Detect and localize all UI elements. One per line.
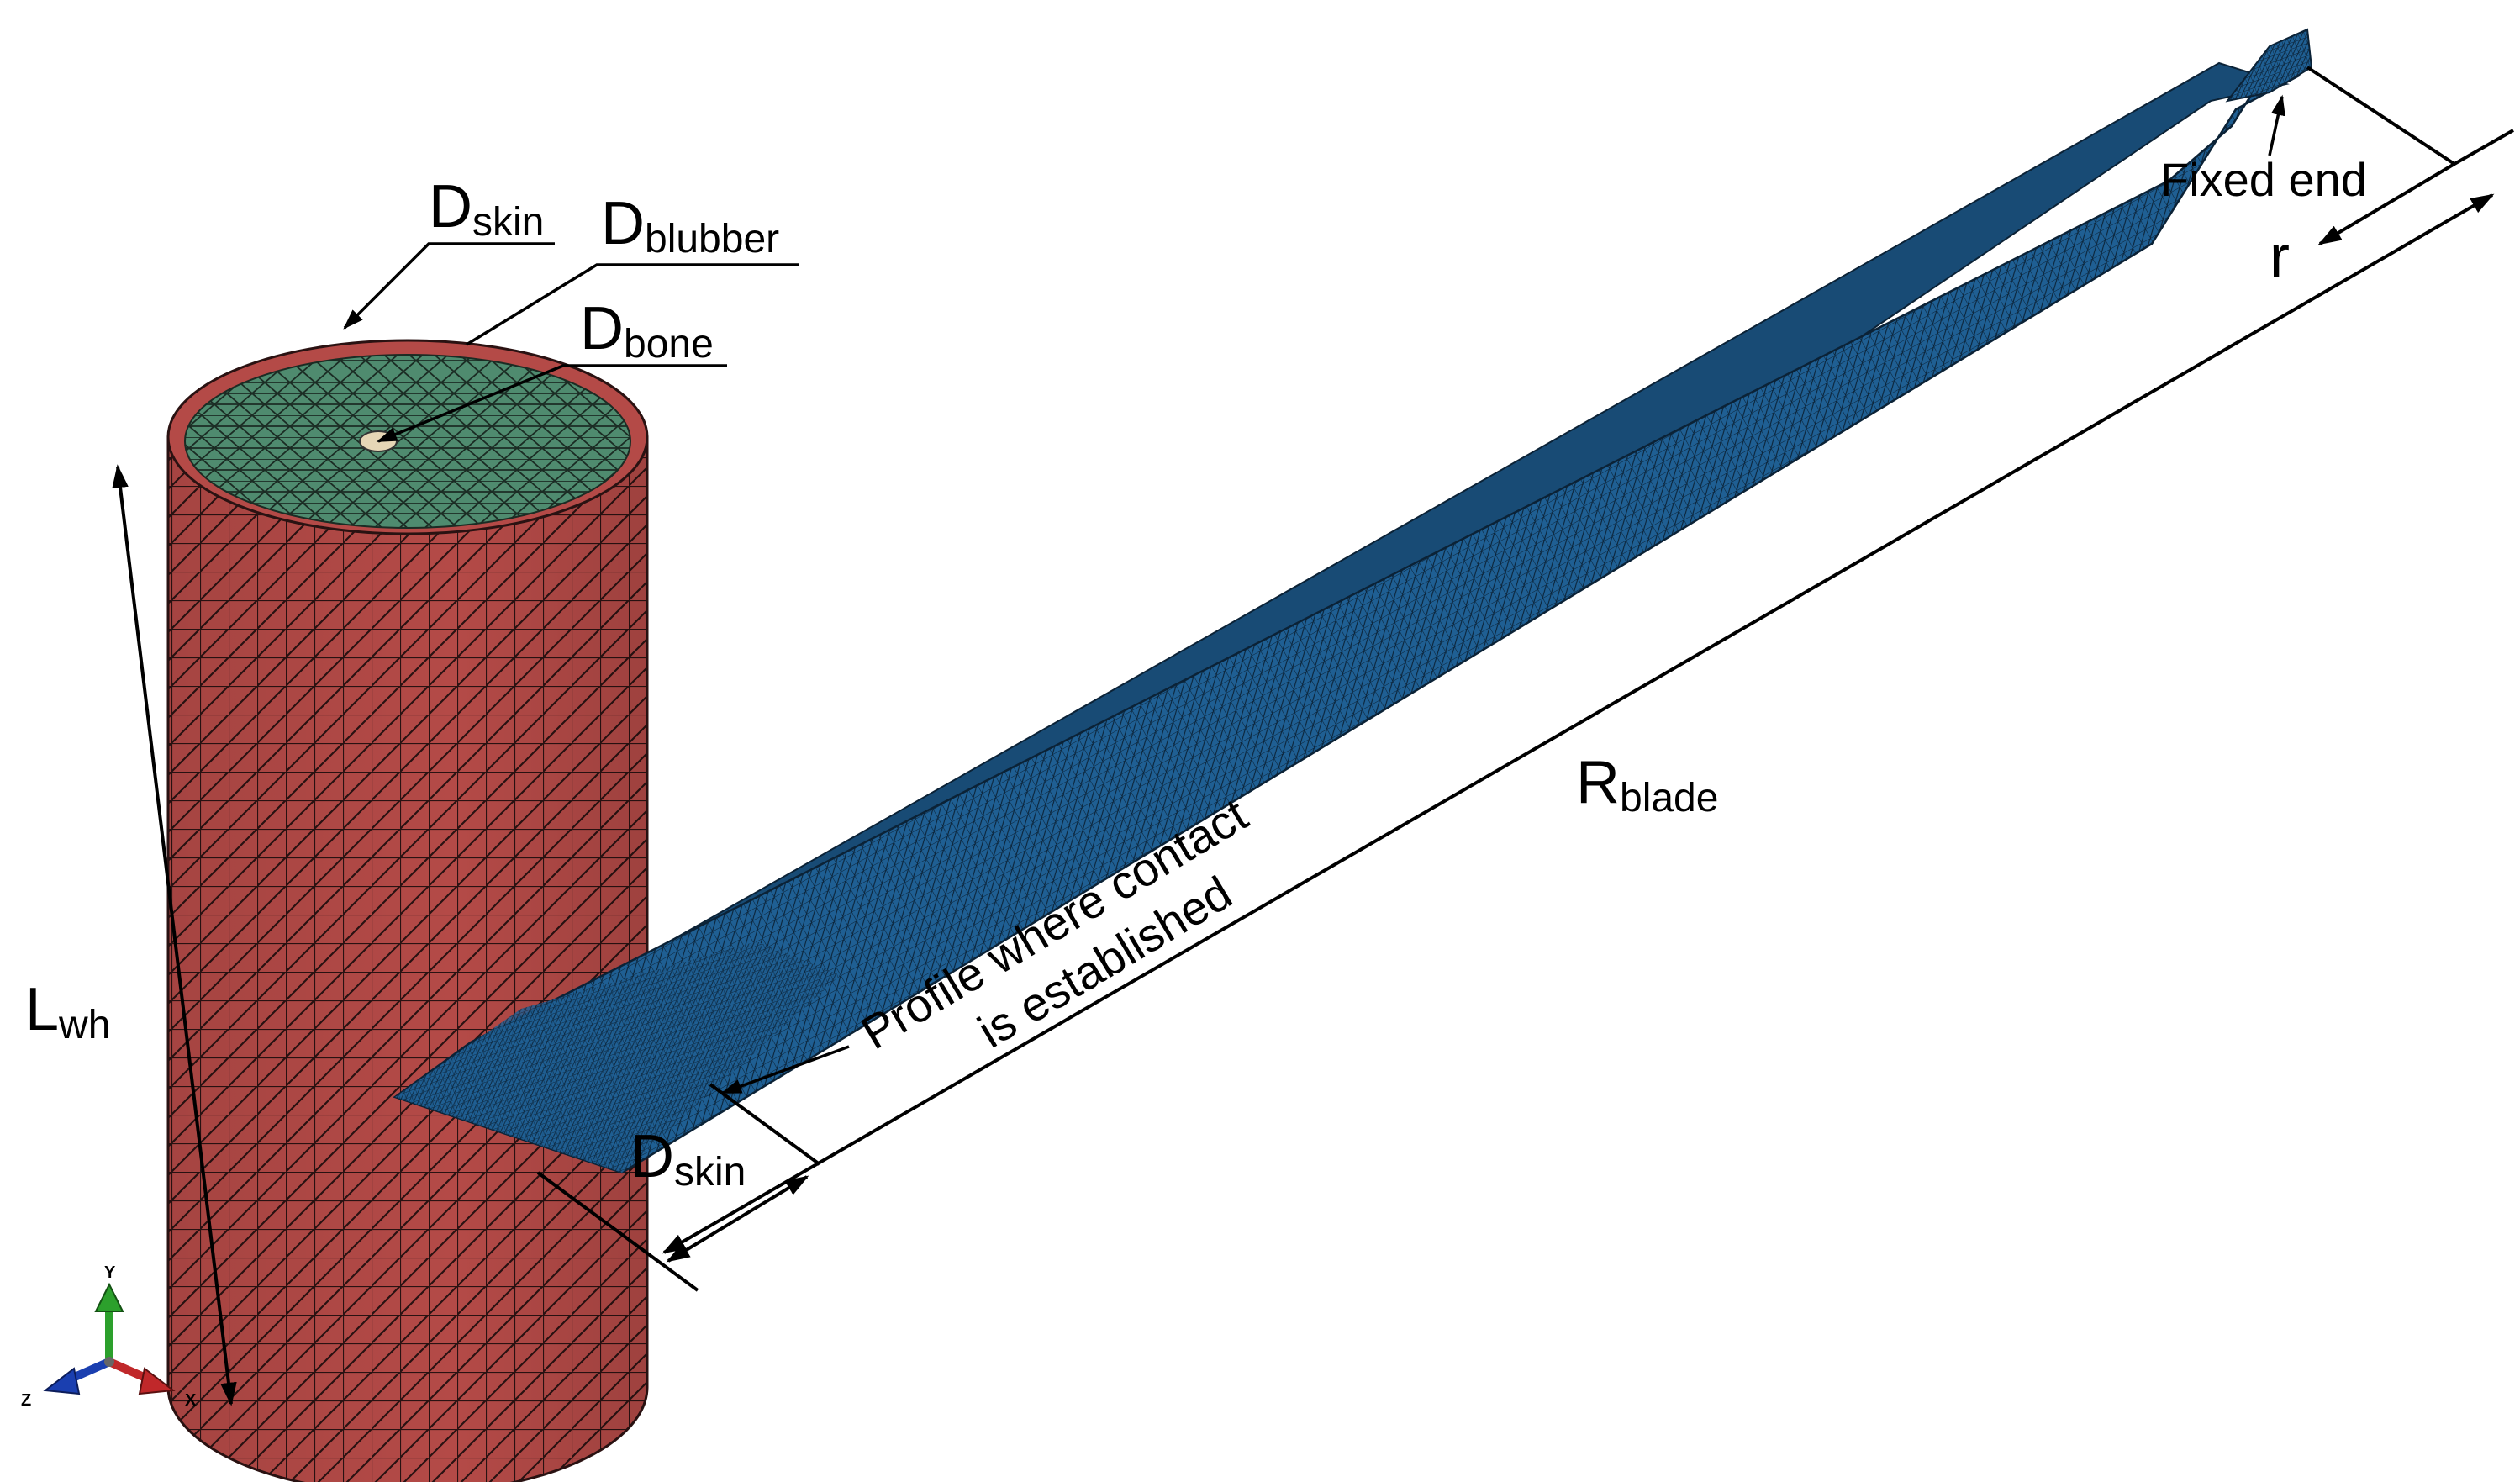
triad-z-arrow-icon [43, 1367, 81, 1395]
label-d-skin-top: Dskin [429, 173, 544, 245]
triad-x-arrow-icon [138, 1367, 176, 1395]
triad-y-arrow-icon [94, 1282, 124, 1312]
cylinder-top-blubber [184, 354, 631, 529]
whale-cylinder [166, 339, 649, 1482]
label-r-blade: Rblade [1576, 749, 1718, 820]
label-d-bone: Dbone [580, 295, 714, 367]
blade [393, 28, 2313, 1174]
label-r: r [2270, 224, 2290, 291]
blade-tip [2225, 28, 2313, 103]
label-d-skin-bottom: Dskin [630, 1123, 746, 1195]
label-d-blubber: Dblubber [601, 190, 779, 261]
label-l-wh: Lwh [25, 976, 110, 1047]
triad-y-label: Y [104, 1263, 116, 1282]
label-fixed-end: Fixed end [2160, 153, 2367, 206]
annotation-lines [112, 66, 2514, 1406]
triad-z-label: Z [21, 1391, 31, 1410]
triad-x-label: X [185, 1391, 197, 1410]
coordinate-triad: Y X Z [21, 1263, 197, 1410]
